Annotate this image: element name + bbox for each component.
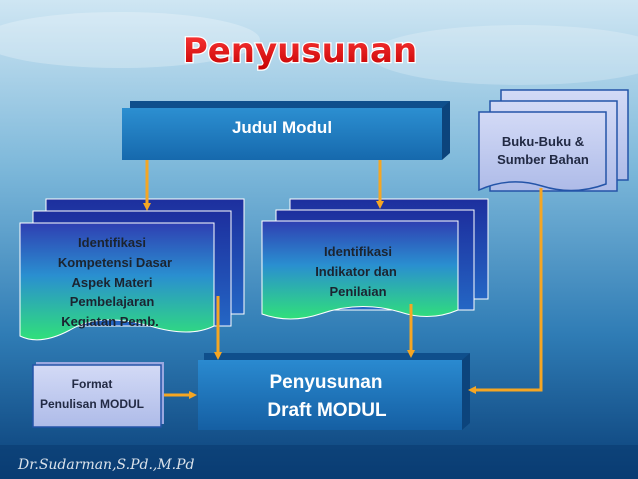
buku-sumber-bahan-box[interactable]: Buku-Buku & Sumber Bahan [478,89,629,192]
kompetensi-line: Aspek Materi [72,275,153,290]
draft-line2: Draft MODUL [267,400,387,421]
kompetensi-line: Pembelajaran [70,294,155,309]
kompetensi-line: Kegiatan Pemb. [61,314,159,329]
format-line1: Format [72,377,113,391]
indikator-line: Penilaian [329,284,386,299]
indikator-box[interactable]: Identifikasi Indikator dan Penilaian [261,198,489,320]
judul-modul-label: Judul Modul [232,118,332,137]
connectors [143,160,543,399]
footer-band [0,445,638,479]
background-light [0,12,260,68]
draft-modul-box[interactable]: Penyusunan Draft MODUL [198,353,470,430]
draft-line1: Penyusunan [270,372,383,393]
format-penulisan-box[interactable]: Format Penulisan MODUL [32,362,164,428]
buku-line2: Sumber Bahan [497,152,589,167]
indikator-line: Identifikasi [324,244,392,259]
signature: Dr.Sudarman,S.Pd.,M.Pd [17,457,195,473]
page-title: Penyusunan [182,30,419,73]
indikator-line: Indikator dan [315,264,397,279]
kompetensi-box[interactable]: Identifikasi Kompetensi Dasar Aspek Mate… [19,198,245,341]
arrow-buku-to-draft [468,188,543,394]
kompetensi-line: Identifikasi [78,235,146,250]
kompetensi-line: Kompetensi Dasar [58,255,172,270]
judul-modul-box[interactable]: Judul Modul [122,101,450,160]
page-title-text: Penyusunan [183,31,417,71]
buku-line1: Buku-Buku & [502,134,584,149]
background-light [370,25,638,85]
format-line2: Penulisan MODUL [40,397,144,411]
